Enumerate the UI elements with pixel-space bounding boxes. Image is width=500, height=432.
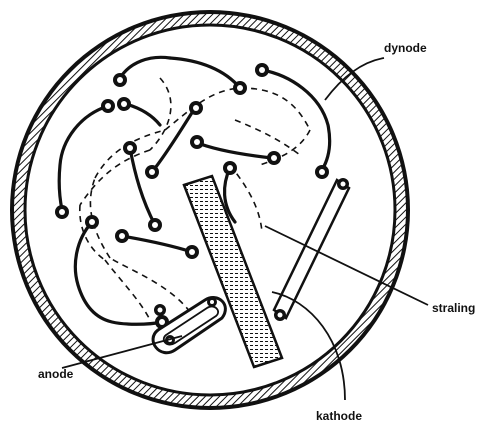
- label-straling: straling: [432, 301, 475, 315]
- label-dynode: dynode: [384, 41, 427, 55]
- label-anode: anode: [38, 367, 74, 381]
- label-kathode: kathode: [316, 409, 362, 423]
